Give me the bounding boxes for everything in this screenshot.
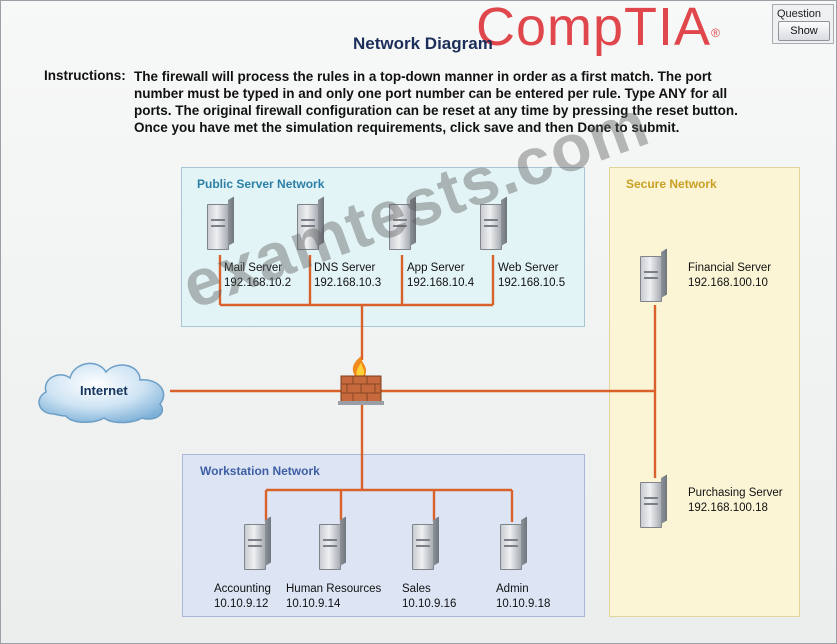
question-label: Question: [777, 8, 822, 20]
financial-server-icon[interactable]: [640, 248, 667, 302]
question-panel: Question Show: [772, 4, 834, 44]
app-server-icon[interactable]: [389, 196, 416, 250]
admin-workstation-icon[interactable]: [500, 516, 527, 570]
public-zone-title: Public Server Network: [197, 177, 325, 191]
secure-zone-title: Secure Network: [626, 177, 717, 191]
purchasing-server-icon[interactable]: [640, 474, 667, 528]
comptia-logo: CompTIA®: [476, 0, 721, 57]
mail-server-icon[interactable]: [207, 196, 234, 250]
public-server-network-zone: [181, 167, 585, 327]
accounting-workstation-icon[interactable]: [244, 516, 271, 570]
internet-label: Internet: [80, 383, 128, 398]
dns-server-icon[interactable]: [297, 196, 324, 250]
workstation-zone-title: Workstation Network: [200, 464, 320, 478]
page-title: Network Diagram: [353, 34, 493, 53]
firewall-icon[interactable]: [335, 356, 387, 406]
show-button[interactable]: Show: [778, 21, 830, 41]
web-server-icon[interactable]: [480, 196, 507, 250]
sales-workstation-icon[interactable]: [412, 516, 439, 570]
instructions-text: The firewall will process the rules in a…: [134, 69, 738, 135]
internet-cloud-icon: [38, 362, 165, 424]
hr-workstation-icon[interactable]: [319, 516, 346, 570]
instructions-label: Instructions:: [44, 68, 126, 83]
